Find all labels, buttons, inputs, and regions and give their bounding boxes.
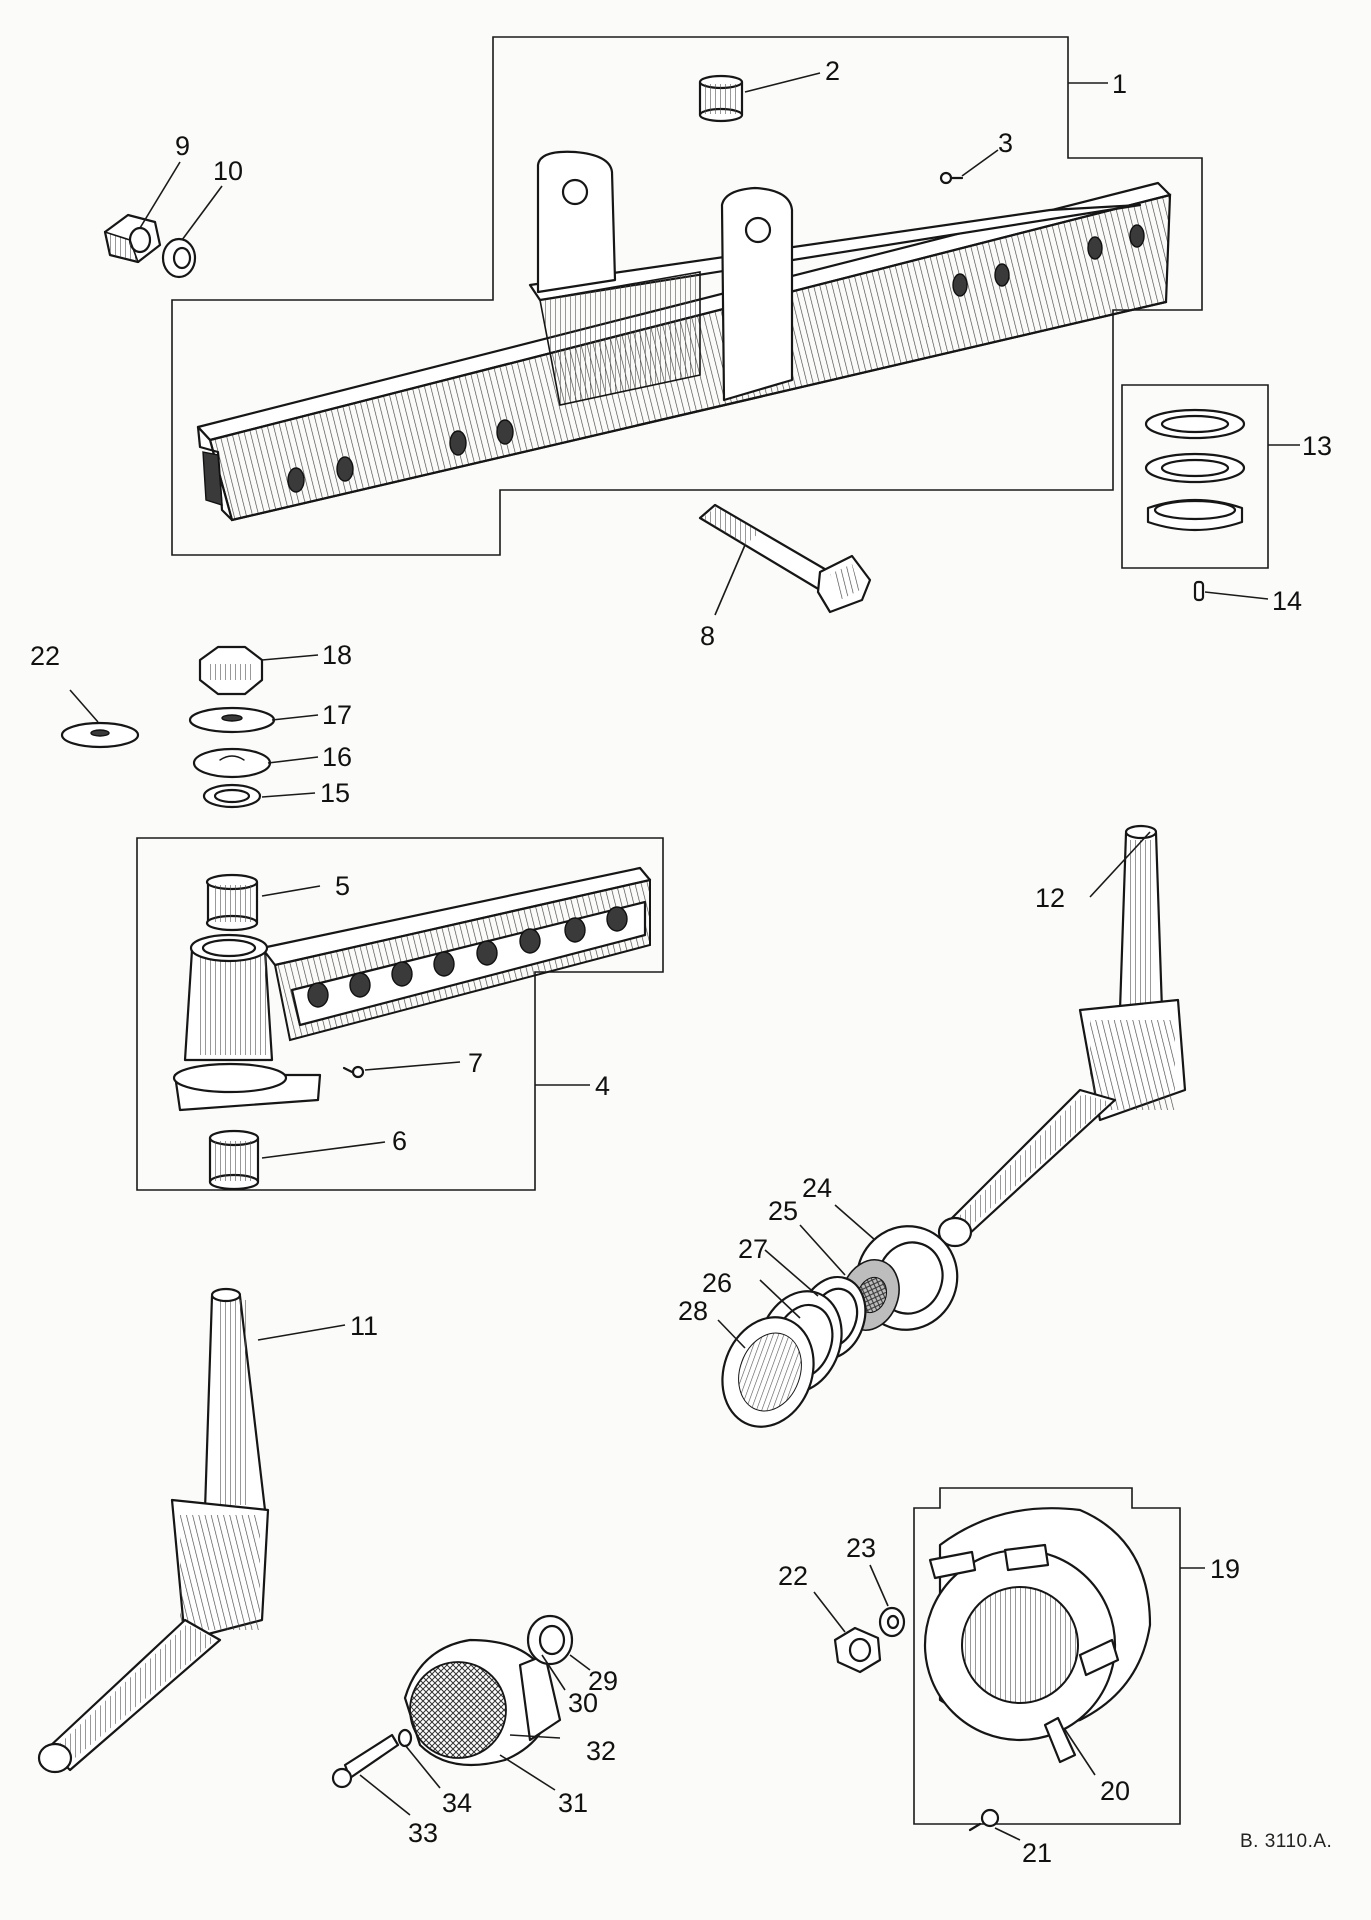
callout-20: 20 — [1100, 1776, 1130, 1806]
bush-6 — [208, 1129, 260, 1191]
bearing-28 — [721, 1316, 815, 1428]
callout-4: 4 — [595, 1071, 610, 1101]
callout-34: 34 — [442, 1788, 472, 1818]
callout-32: 32 — [586, 1736, 616, 1766]
callout-10: 10 — [213, 156, 243, 186]
assembly-boundary-thrust-bearing — [1121, 384, 1269, 569]
castle-nut-18 — [198, 645, 264, 696]
callout-25: 25 — [768, 1196, 798, 1226]
stub-axle-11 — [37, 1287, 270, 1774]
grease-nipple-3 — [939, 171, 964, 185]
callout-15: 15 — [320, 778, 350, 808]
callout-5: 5 — [335, 871, 350, 901]
bolt-33 — [331, 1733, 400, 1789]
callout-29: 29 — [588, 1666, 618, 1696]
nut-9 — [103, 213, 162, 264]
callout-14: 14 — [1272, 586, 1302, 616]
main-axle-beam — [196, 150, 1172, 522]
callout-9: 9 — [175, 131, 190, 161]
thrust-bearing-13 — [1144, 408, 1246, 532]
callout-3: 3 — [998, 128, 1013, 158]
callout-1: 1 — [1112, 69, 1127, 99]
washer-23 — [878, 1606, 906, 1638]
nut-22-right — [833, 1626, 882, 1674]
washer-34 — [397, 1728, 413, 1748]
callout-17: 17 — [322, 700, 352, 730]
assembly-boundary-front-hub — [913, 1487, 1181, 1825]
figure-reference: B. 3110.A. — [1240, 1831, 1332, 1852]
washer-17 — [188, 706, 276, 734]
assembly-boundary-main-beam — [171, 36, 1203, 556]
callout-16: 16 — [322, 742, 352, 772]
bush-2 — [698, 74, 744, 123]
callout-22-left: 22 — [30, 641, 60, 671]
callout-21: 21 — [1022, 1838, 1052, 1868]
washer-22-left — [60, 721, 140, 749]
callout-8: 8 — [700, 621, 715, 651]
callout-26: 26 — [702, 1268, 732, 1298]
callout-12: 12 — [1035, 883, 1065, 913]
grease-nipple-7 — [342, 1065, 365, 1079]
stub-axle-12 — [937, 824, 1187, 1248]
callout-33: 33 — [408, 1818, 438, 1848]
callout-19: 19 — [1210, 1554, 1240, 1584]
callout-31: 31 — [558, 1788, 588, 1818]
callout-7: 7 — [468, 1048, 483, 1078]
callout-13: 13 — [1302, 431, 1332, 461]
callout-22-right: 22 — [778, 1561, 808, 1591]
callout-6: 6 — [392, 1126, 407, 1156]
callout-30: 30 — [568, 1688, 598, 1718]
hub-31 — [403, 1638, 562, 1767]
washer-29 — [526, 1614, 574, 1666]
washer-16 — [192, 747, 272, 779]
extension-beam-4 — [172, 866, 652, 1112]
grease-nipple-21 — [968, 1808, 1000, 1832]
leader-lines — [69, 72, 1300, 1841]
callout-2: 2 — [825, 56, 840, 86]
washer-10 — [161, 237, 197, 279]
callout-labels: 1 2 3 4 5 6 7 8 9 10 11 12 13 14 15 16 1… — [30, 56, 1332, 1868]
pin-14 — [1193, 580, 1205, 602]
callout-23: 23 — [846, 1533, 876, 1563]
bolt-8 — [698, 503, 872, 614]
callout-11: 11 — [350, 1311, 378, 1341]
callout-28: 28 — [678, 1296, 708, 1326]
callout-24: 24 — [802, 1173, 832, 1203]
front-hub-19 — [923, 1507, 1152, 1764]
spring-washer-15 — [202, 783, 262, 809]
callout-27: 27 — [738, 1234, 768, 1264]
bush-5 — [205, 873, 259, 932]
callout-18: 18 — [322, 640, 352, 670]
